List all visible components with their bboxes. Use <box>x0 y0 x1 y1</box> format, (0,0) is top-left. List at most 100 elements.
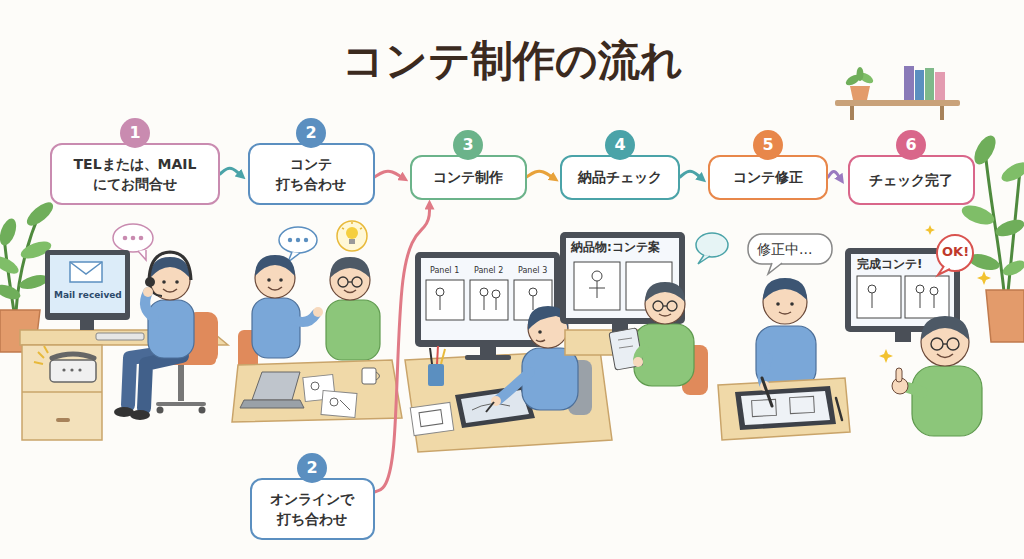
check-scene <box>618 338 632 340</box>
plant <box>986 290 1024 342</box>
drawing-scene <box>436 288 444 296</box>
drawing-scene <box>441 349 445 364</box>
inquiry-scene <box>130 410 150 420</box>
complete-scene <box>934 295 935 308</box>
panel-label: Panel 1 <box>430 266 459 275</box>
flow-arrow <box>375 208 430 493</box>
complete-scene <box>916 285 924 293</box>
inquiry-scene <box>56 418 70 422</box>
check-scene <box>560 232 728 395</box>
check-scene <box>597 281 598 298</box>
check-scene <box>592 271 602 281</box>
complete-scene <box>937 235 973 271</box>
step-label: コンテ制作 <box>422 167 515 187</box>
complete-scene <box>868 285 876 293</box>
drawing-scene <box>536 340 545 342</box>
drawing-scene <box>486 402 494 412</box>
complete-scene <box>943 343 947 344</box>
complete-scene <box>938 266 950 275</box>
shelf <box>850 106 854 120</box>
plant <box>23 198 57 229</box>
inquiry-scene <box>70 368 73 371</box>
drawing-scene <box>480 288 488 296</box>
shelf <box>857 67 864 81</box>
drawing-scene <box>428 364 444 386</box>
meeting-scene <box>311 382 319 390</box>
meeting-scene <box>376 372 380 380</box>
step-label: コンテ修正 <box>720 167 816 187</box>
meeting-scene <box>362 368 376 384</box>
inquiry-scene <box>131 236 136 241</box>
inquiry-scene <box>158 402 204 406</box>
meeting-scene <box>348 281 352 282</box>
inquiry-scene <box>149 252 191 280</box>
plant <box>0 216 19 247</box>
meeting-scene <box>252 372 300 400</box>
shelf <box>935 72 945 100</box>
panel-label: Panel 3 <box>518 266 547 275</box>
step-box: 4納品チェック <box>560 155 680 200</box>
complete-scene <box>912 366 982 436</box>
meeting-scene <box>288 238 292 242</box>
revision-scene <box>779 312 791 314</box>
step-number: 6 <box>896 130 926 160</box>
revision-scene <box>752 399 777 416</box>
inquiry-scene <box>20 224 228 440</box>
drawing-scene <box>484 296 485 310</box>
drawing-scene <box>529 288 537 296</box>
check-scene <box>633 357 643 367</box>
step-number: 1 <box>120 118 150 148</box>
inquiry-scene <box>50 255 125 313</box>
panel-label: Panel 2 <box>474 266 503 275</box>
step-number: 4 <box>605 130 635 160</box>
drawing-scene <box>461 390 529 423</box>
shelf <box>835 100 960 106</box>
complete-scene <box>895 332 911 342</box>
complete-scene <box>872 293 873 308</box>
check-scene <box>619 346 633 348</box>
plant <box>959 202 996 229</box>
diagram-title: コンテ制作の流れ <box>0 36 1024 86</box>
shelf <box>835 66 960 120</box>
meeting-scene <box>267 278 271 282</box>
check-scene <box>645 282 685 302</box>
drawing-scene <box>496 298 497 310</box>
step-number: 5 <box>753 130 783 160</box>
revision-scene <box>836 398 842 420</box>
step-box: 5コンテ修正 <box>708 155 828 200</box>
revision-scene <box>790 396 815 413</box>
meeting-scene <box>268 287 282 290</box>
drawing-scene <box>440 296 441 310</box>
drawing-scene <box>430 348 432 364</box>
step-box: 6チェック完了 <box>848 155 975 205</box>
meeting-scene <box>240 400 304 408</box>
complete-scene <box>857 276 901 318</box>
flow-arrow <box>680 171 700 177</box>
complete-scene <box>921 316 969 340</box>
step-number: 3 <box>453 130 483 160</box>
inquiry-scene <box>38 352 44 358</box>
meeting-scene <box>352 277 362 287</box>
meeting-scene <box>279 278 283 282</box>
inquiry-scene <box>78 368 81 371</box>
inquiry-scene <box>148 300 194 358</box>
inquiry-scene <box>80 320 94 330</box>
check-scene <box>653 301 663 311</box>
complete-scene <box>925 225 935 235</box>
step-label: オンラインで 打ち合わせ <box>262 489 363 530</box>
inquiry-scene <box>44 346 48 353</box>
meeting-scene <box>349 239 355 244</box>
drawing-scene <box>498 372 530 400</box>
inquiry-scene <box>199 407 206 414</box>
meeting-scene <box>351 222 353 224</box>
inquiry-scene <box>144 356 182 408</box>
flow-arrow <box>828 172 840 178</box>
inquiry-scene <box>62 368 65 371</box>
shelf <box>925 68 934 100</box>
speech-text: OK! <box>942 245 969 260</box>
inquiry-scene <box>96 333 144 340</box>
complete-scene <box>947 338 959 350</box>
meeting-scene <box>304 238 308 242</box>
check-scene <box>574 262 620 310</box>
